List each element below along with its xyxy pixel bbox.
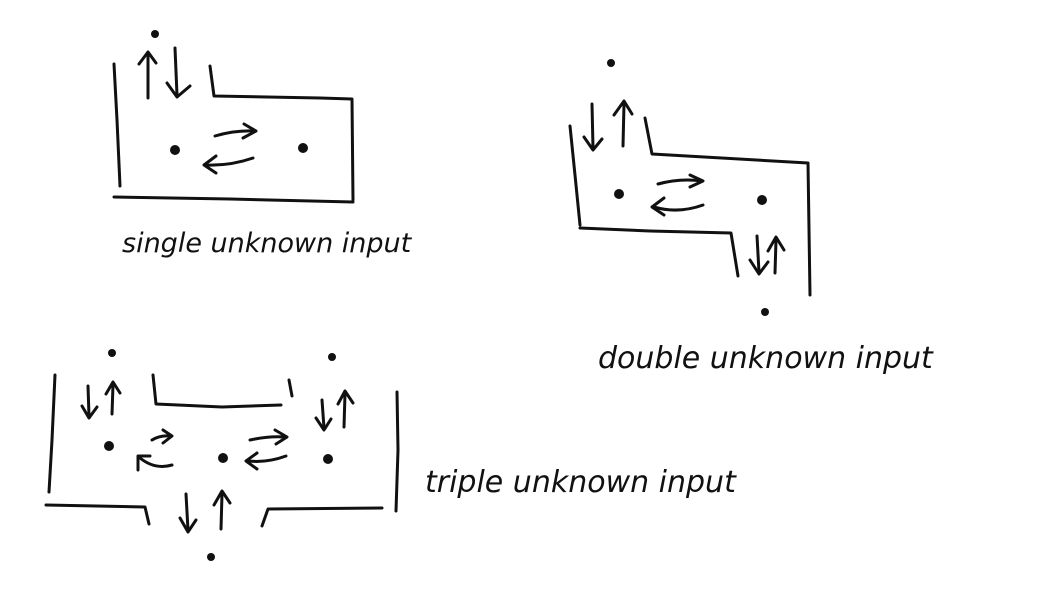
single-container-outline: [112, 62, 122, 188]
double-container-outline: [578, 226, 740, 278]
single-unknown-input-label: single unknown input: [122, 228, 413, 259]
double-right-node: [757, 195, 767, 205]
double-bottom-up-arrow-icon: [766, 235, 786, 275]
triple-input-node-left: [108, 349, 116, 357]
triple-left-node: [104, 441, 114, 451]
single-input-node: [151, 30, 159, 38]
single-right-arrow-icon: [213, 122, 258, 140]
double-right-arrow-icon: [656, 173, 705, 189]
double-top-up-arrow-icon: [612, 99, 634, 148]
triple-container-outline: [47, 373, 57, 494]
triple-left-up-arrow-icon: [104, 380, 122, 416]
double-input-node-top: [607, 59, 615, 67]
single-up-arrow-icon: [137, 50, 158, 100]
triple-right-left-arrow-icon: [244, 451, 288, 471]
double-unknown-input-label: double unknown input: [598, 341, 934, 376]
triple-bottom-up-arrow-icon: [212, 489, 232, 531]
single-unknown-input-diagram: [112, 30, 355, 204]
single-container-outline: [208, 64, 355, 202]
triple-right-node: [323, 454, 333, 464]
single-container-outline: [112, 195, 355, 204]
single-left-node: [170, 145, 180, 155]
single-left-arrow-icon: [202, 154, 255, 175]
single-right-node: [298, 143, 308, 153]
triple-container-outline: [44, 503, 151, 526]
single-down-arrow-icon: [165, 46, 192, 99]
double-container-outline: [568, 124, 582, 227]
triple-container-outline: [394, 390, 400, 513]
triple-bottom-down-arrow-icon: [178, 492, 198, 534]
triple-container-outline: [260, 506, 384, 528]
double-output-node-bottom: [761, 308, 769, 316]
double-bottom-down-arrow-icon: [748, 234, 770, 276]
triple-left-left-arrow-icon: [136, 454, 174, 472]
triple-left-down-arrow-icon: [80, 384, 99, 420]
double-unknown-input-diagram: [568, 59, 812, 316]
triple-center-node: [218, 453, 228, 463]
triple-unknown-input-label: triple unknown input: [425, 465, 737, 500]
double-left-arrow-icon: [650, 196, 705, 217]
triple-container-outline: [287, 378, 294, 398]
double-container-outline: [643, 116, 812, 297]
triple-right-up-arrow-icon: [336, 389, 355, 429]
triple-right-down-arrow-icon: [314, 398, 333, 432]
triple-unknown-input-diagram: [44, 349, 400, 561]
double-top-down-arrow-icon: [582, 102, 604, 152]
triple-left-right-arrow-icon: [150, 428, 174, 445]
triple-container-outline: [151, 373, 283, 409]
double-left-node: [614, 189, 624, 199]
triple-input-node-right: [328, 353, 336, 361]
triple-right-right-arrow-icon: [248, 428, 289, 446]
triple-output-node-bottom: [207, 553, 215, 561]
